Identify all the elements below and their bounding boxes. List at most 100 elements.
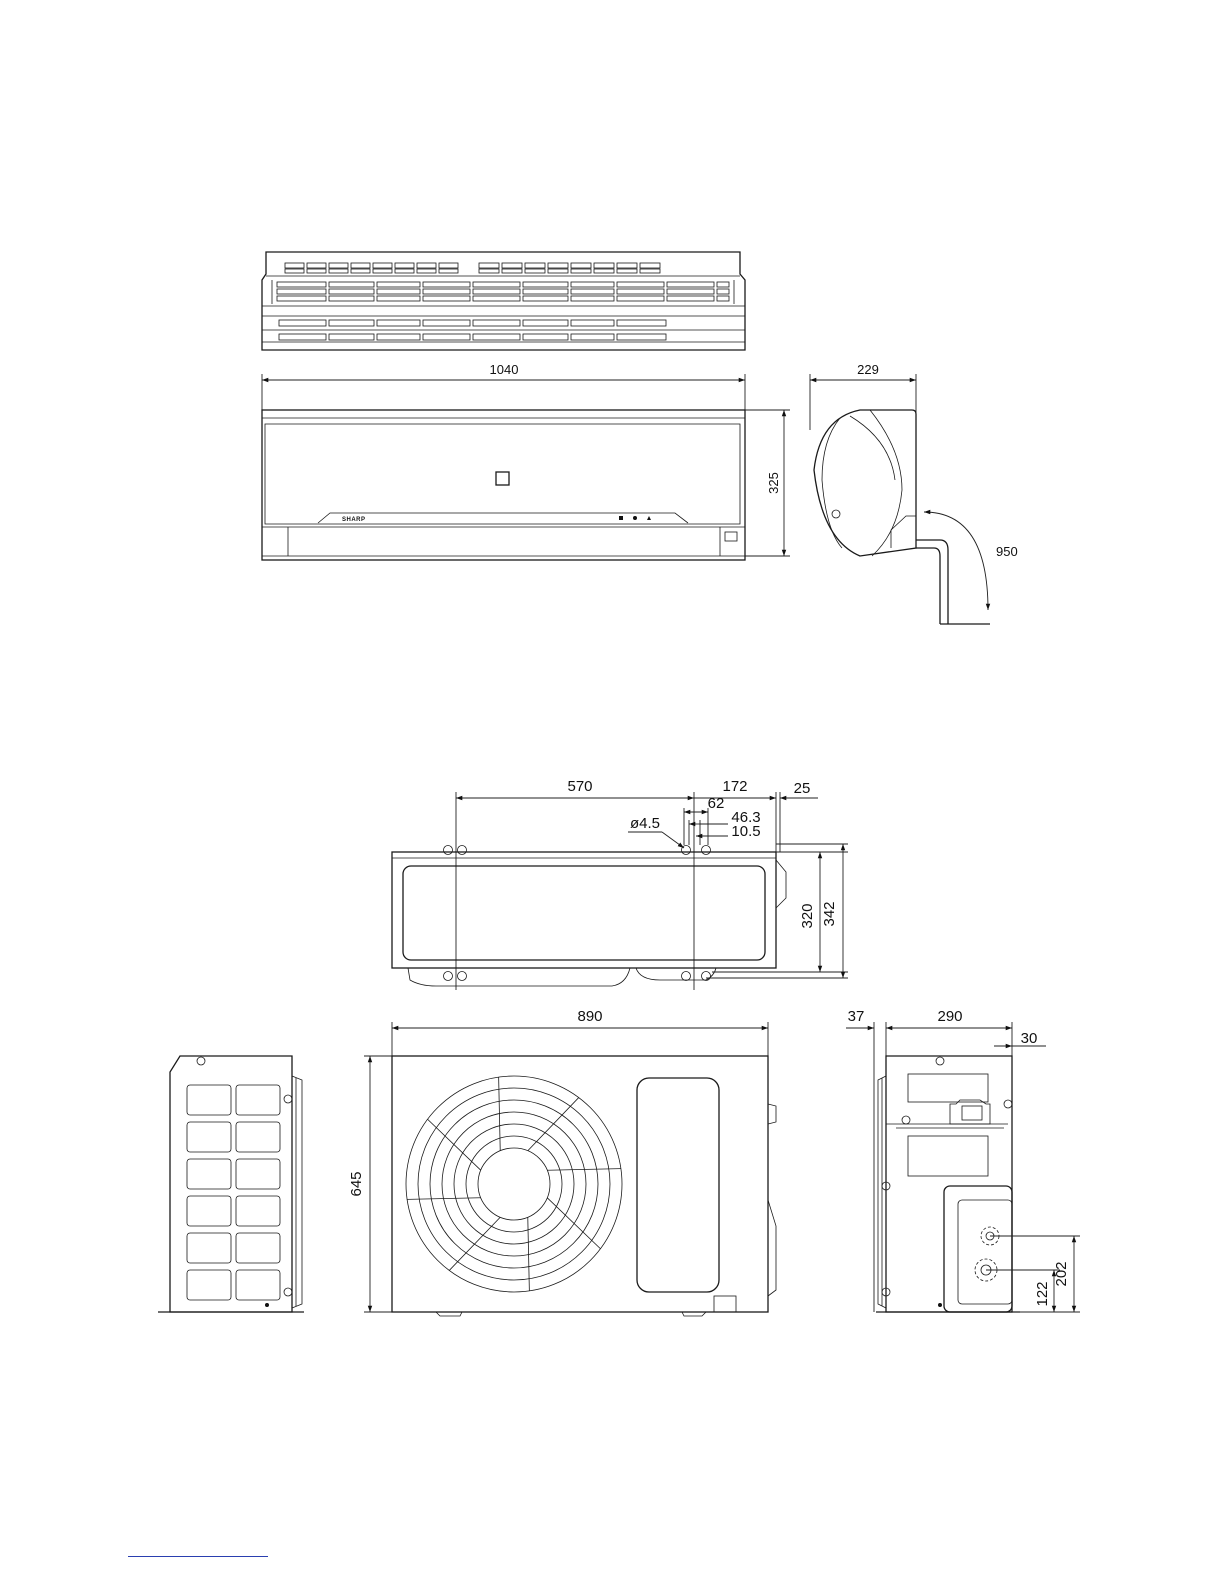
fan-guard-spoke — [428, 1119, 481, 1170]
grille-panel — [187, 1122, 231, 1152]
louver-slot — [423, 320, 470, 326]
louver-slot — [523, 296, 568, 301]
outdoor-unit-front-view: 890 645 — [348, 1008, 776, 1316]
louver-slot — [571, 289, 614, 294]
louver-slot — [377, 296, 420, 301]
side-depth-label: 290 — [937, 1008, 962, 1025]
grille-panel — [236, 1233, 280, 1263]
louver-slot — [479, 263, 499, 268]
louver-slot — [594, 269, 614, 273]
hole-diameter-label: ø4.5 — [630, 815, 660, 832]
grille-panel — [236, 1159, 280, 1189]
louver-slot — [285, 269, 304, 273]
louver-slot — [617, 334, 666, 340]
indoor-width-dimension: 1040 — [262, 362, 745, 410]
louver-slot — [479, 269, 499, 273]
louver-slot — [571, 263, 591, 268]
louver-slot — [307, 269, 326, 273]
louver-slot — [473, 289, 520, 294]
louver-slot — [423, 334, 470, 340]
right-section-label: 172 — [722, 778, 747, 795]
fan-guard-ring — [406, 1076, 622, 1292]
louver-slot — [329, 296, 374, 301]
indoor-unit-top-view — [262, 252, 745, 350]
mount-hole-icon — [444, 972, 453, 981]
louver-slot — [277, 296, 326, 301]
louver-slot — [329, 289, 374, 294]
indicator-led-icon — [619, 516, 623, 520]
louver-slot — [473, 334, 520, 340]
louver-slot — [594, 263, 614, 268]
louver-slot — [548, 269, 568, 273]
hole-spacing-label: 62 — [708, 795, 725, 812]
fan-guard-spoke — [528, 1098, 579, 1151]
louver-slot — [617, 282, 664, 287]
rear-grille-panels — [187, 1085, 280, 1300]
louver-slot — [373, 269, 392, 273]
louver-slot — [667, 289, 714, 294]
mount-spacing-label: 570 — [567, 778, 592, 795]
depth-inner-label: 320 — [799, 903, 816, 928]
mount-hole-icon — [702, 846, 711, 855]
louver-slot — [329, 263, 348, 268]
louver-slot — [277, 282, 326, 287]
mount-hole-icon — [682, 846, 691, 855]
outdoor-unit-left-view — [158, 1056, 304, 1312]
louver-slot — [640, 263, 660, 268]
left-offset-label: 37 — [848, 1008, 865, 1025]
louver-slot — [717, 289, 729, 294]
indoor-unit-front-view: SHARP — [262, 410, 745, 560]
louver-slot — [502, 269, 522, 273]
louver-slot — [667, 296, 714, 301]
louver-slot — [423, 289, 470, 294]
louver-slot — [571, 296, 614, 301]
louver-slot — [285, 263, 304, 268]
louver-slot — [473, 282, 520, 287]
louver-slot — [523, 282, 568, 287]
louver-slot — [617, 296, 664, 301]
indicator-led-icon — [647, 516, 651, 520]
fan-guard-ring — [442, 1112, 586, 1256]
louver-slot — [351, 269, 370, 273]
louver-slot — [571, 320, 614, 326]
louver-slot — [377, 320, 420, 326]
louver-slot — [525, 263, 545, 268]
louver-slot — [717, 282, 729, 287]
indoor-depth-label: 229 — [857, 362, 879, 377]
indicator-led-icon — [633, 516, 637, 520]
louver-slot — [417, 263, 436, 268]
fan-guard-spoke — [547, 1198, 600, 1249]
louver-slot — [377, 282, 420, 287]
mount-hole-icon — [458, 846, 467, 855]
fan-guard-grille — [406, 1076, 622, 1292]
louver-slot — [502, 263, 522, 268]
port-lower-label: 122 — [1034, 1281, 1051, 1306]
louver-slot — [377, 289, 420, 294]
port-upper-label: 202 — [1053, 1261, 1070, 1286]
louver-slot — [617, 289, 664, 294]
fan-guard-ring — [454, 1124, 574, 1244]
louver-slot — [523, 320, 568, 326]
indoor-width-label: 1040 — [490, 362, 519, 377]
top-louver-slots — [277, 263, 729, 340]
outdoor-height-label: 645 — [348, 1171, 365, 1196]
louver-slot — [571, 334, 614, 340]
louver-slot — [423, 282, 470, 287]
grille-panel — [187, 1196, 231, 1226]
grille-panel — [187, 1085, 231, 1115]
louver-slot — [717, 296, 729, 301]
louver-slot — [373, 263, 392, 268]
fan-guard-spoke — [449, 1217, 500, 1270]
brand-logo-text: SHARP — [342, 517, 366, 523]
mount-hole-icon — [458, 972, 467, 981]
grille-panel — [187, 1233, 231, 1263]
grille-panel — [187, 1270, 231, 1300]
louver-slot — [377, 334, 420, 340]
mount-hole-icon — [444, 846, 453, 855]
louver-slot — [617, 269, 637, 273]
footnote-rule — [128, 1556, 268, 1557]
louver-slot — [423, 296, 470, 301]
louver-slot — [307, 263, 326, 268]
louver-slot — [617, 263, 637, 268]
